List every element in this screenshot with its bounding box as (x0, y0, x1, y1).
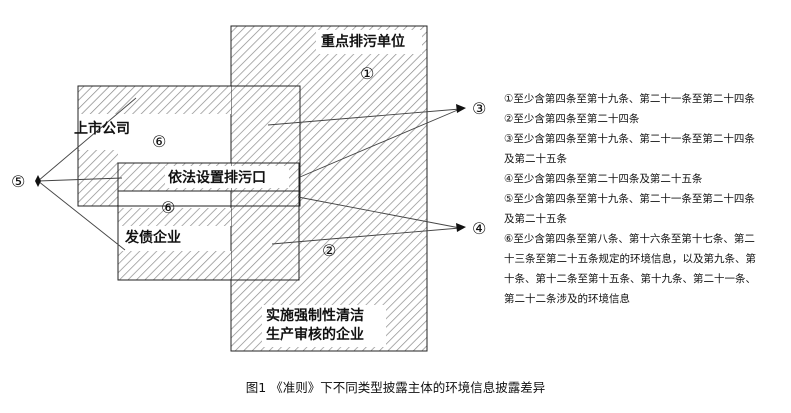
marker-5-diamond (35, 175, 41, 187)
legend-line: ③至少含第四条至第十九条、第二十一条至第二十四条 (504, 133, 755, 145)
bond-issuer-label: 发债企业 (125, 230, 181, 246)
marker-6-bond: ⑥ (161, 198, 176, 217)
legal-outlet-label: 依法设置排污口 (168, 170, 266, 186)
legend-line: 第二十二条涉及的环境信息 (504, 293, 630, 305)
legend-line: 十条、第十二条至第十五条、第十九条、第二十一条、 (504, 273, 756, 285)
key-polluter-region (230, 25, 428, 352)
listed-company-label: 上市公司 (74, 121, 130, 137)
legend-line: ⑥至少含第四条至第八条、第十六条至第十七条、第二 (504, 233, 755, 245)
legend-line: ⑤至少含第四条至第十九条、第二十一条至第二十四条 (504, 193, 755, 205)
bond-issuer-hatch-bottom (118, 251, 231, 280)
legend-line: ①至少含第四条至第十九条、第二十一条至第二十四条 (504, 93, 755, 105)
key-polluter-label-bg (316, 30, 422, 54)
arrowhead-3 (456, 104, 466, 113)
outlet-label-bg (165, 166, 289, 188)
connector-3-upper (267, 108, 461, 126)
marker-4: ④ (472, 219, 487, 238)
bond-issuer-hatch-strip (118, 208, 231, 226)
arrowhead-4 (456, 223, 466, 232)
connector-4-upper (297, 196, 461, 229)
key-polluter-label: 重点排污单位 (321, 34, 405, 50)
legend: ①至少含第四条至第十九条、第二十一条至第二十四条 ②至少含第四条至第二十四条 ③… (504, 89, 756, 309)
listed-company-box (77, 85, 301, 207)
figure-caption: 图1 《准则》下不同类型披露主体的环境信息披露差异 (245, 380, 546, 395)
connector-5-listed (37, 97, 137, 182)
marker-5: ⑤ (11, 172, 26, 191)
connector-5-outlet (37, 177, 123, 182)
legend-line: 及第二十五条 (504, 153, 567, 165)
legend-line: 及第二十五条 (504, 213, 567, 225)
clean-production-label-line1: 实施强制性清洁 (266, 308, 364, 324)
connector-4-lower (271, 227, 461, 245)
connector-5-bond (37, 180, 126, 251)
clean-production-label-line2: 生产审核的企业 (266, 327, 364, 343)
legend-line: 十三条至第二十五条规定的环境信息，以及第九条、第 (504, 253, 756, 265)
marker-1: ① (360, 64, 375, 83)
legend-line: ④至少含第四条至第二十四条及第二十五条 (504, 173, 703, 185)
bond-issuer-box (117, 162, 300, 281)
listed-company-hatch-strip (78, 86, 231, 114)
marker-2: ② (322, 241, 337, 260)
connector-3-lower (299, 108, 461, 178)
marker-6-listed: ⑥ (152, 132, 167, 151)
clean-production-label-bg (262, 305, 386, 347)
legend-line: ②至少含第四条至第二十四条 (504, 113, 640, 125)
marker-3: ③ (472, 99, 487, 118)
